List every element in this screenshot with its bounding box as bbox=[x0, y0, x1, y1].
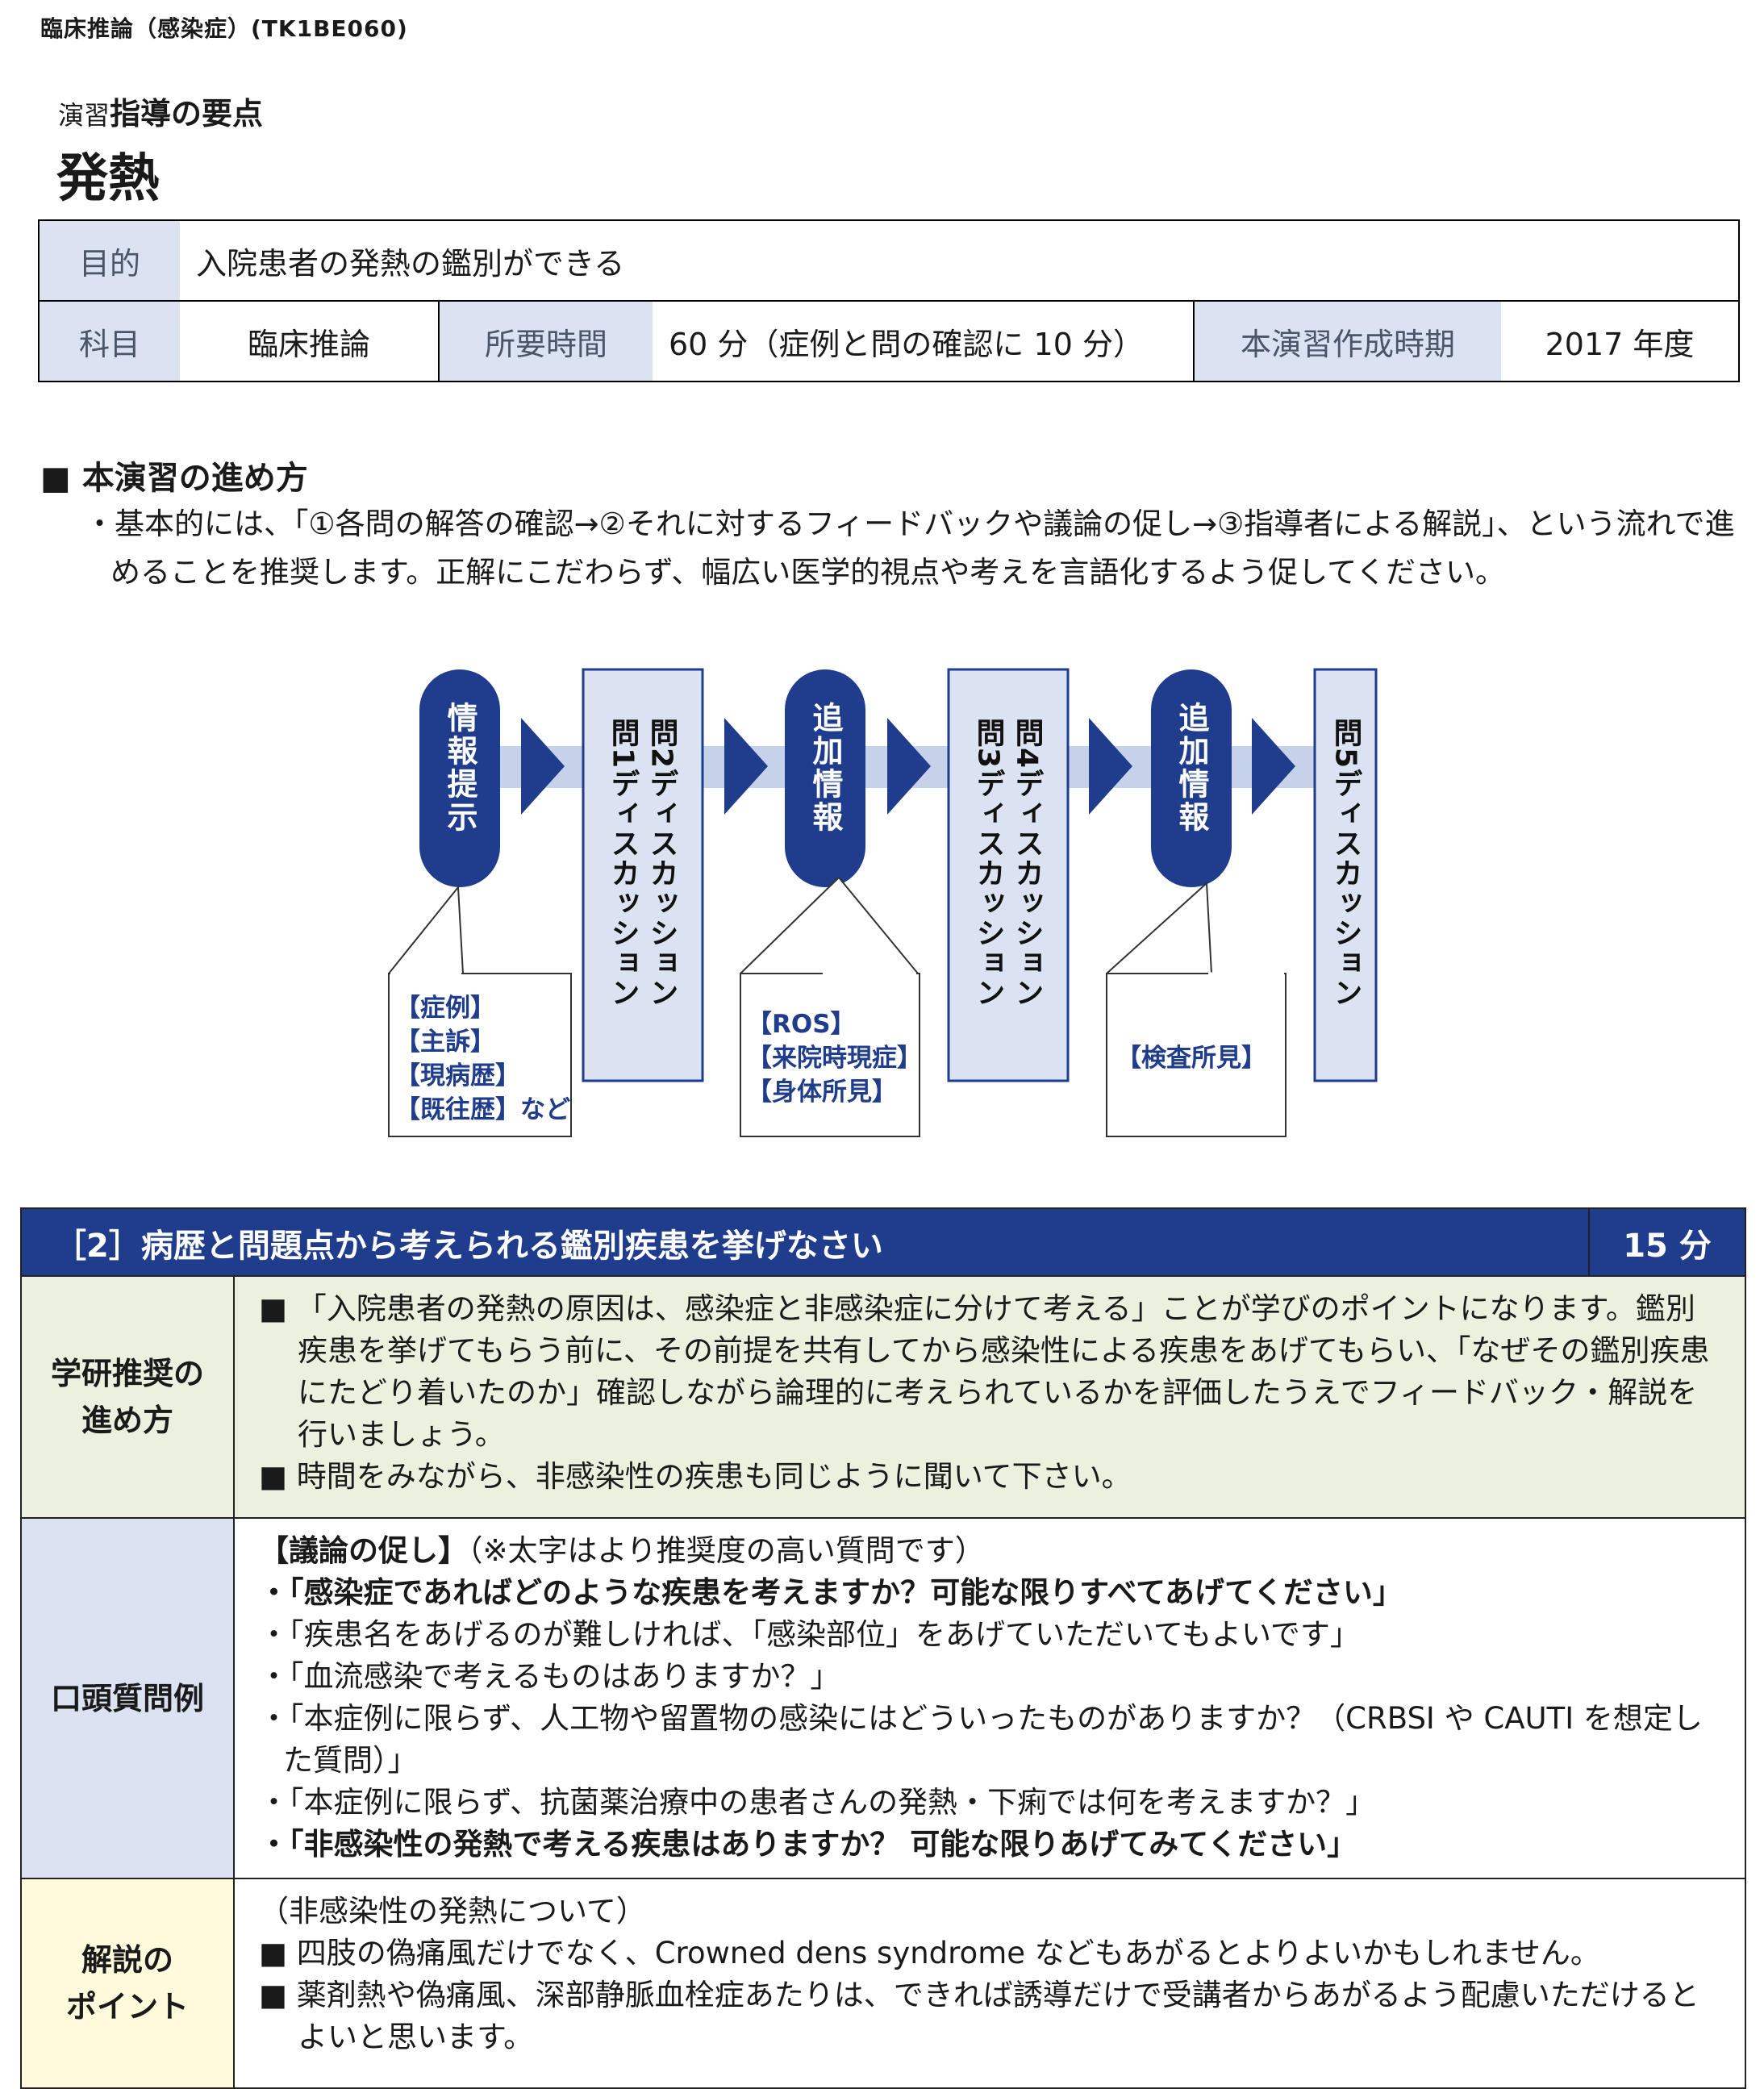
subject-value: 臨床推論 bbox=[180, 300, 440, 382]
callout-2-line-2: 【来院時現症】 bbox=[747, 1044, 922, 1073]
pill-3-label: 追加情報 bbox=[1174, 702, 1209, 834]
created-value: 2017 年度 bbox=[1501, 300, 1740, 382]
box-2-col-2: 問3ディスカッション bbox=[972, 718, 1005, 1007]
box-3-col-1: 問5ディスカッション bbox=[1329, 718, 1362, 1007]
box-q1-q2 bbox=[582, 668, 704, 1082]
question-6: ・「非感染性の発熱で考える疾患はありますか？ 可能な限りあげてみてください」 bbox=[259, 1827, 1357, 1862]
info-table: 目的 入院患者の発熱の鑑別ができる 科目 臨床推論 所要時間 60 分（症例と問… bbox=[38, 219, 1740, 382]
discussion-time: 15 分 bbox=[1588, 1207, 1746, 1278]
callout-2-line-3: 【身体所見】 bbox=[747, 1078, 897, 1107]
callout-2-line-1: 【ROS】 bbox=[747, 1010, 856, 1039]
box-1-col-2: 問1ディスカッション bbox=[607, 718, 640, 1007]
row-recommended-label: 学研推奨の 進め方 bbox=[20, 1275, 235, 1519]
recommended-bullet-1: ■ 「入院患者の発熱の原因は、感染症と非感染症に分けて考える」ことが学びのポイン… bbox=[259, 1291, 1710, 1452]
row-recommended-content: ■ 「入院患者の発熱の原因は、感染症と非感染症に分けて考える」ことが学びのポイン… bbox=[233, 1275, 1746, 1519]
pill-info-presentation bbox=[419, 669, 500, 887]
flow-diagram: 情報提示 追加情報 追加情報 問2ディスカッション 問1ディスカッション 問4デ… bbox=[388, 668, 1378, 1137]
method-paragraph: ・基本的には、「①各問の解答の確認→②それに対するフィードバックや議論の促し→③… bbox=[85, 507, 1735, 590]
page-subtitle: 演習指導の要点 bbox=[58, 89, 263, 133]
box-q5 bbox=[1313, 668, 1378, 1082]
callout-2-pointer bbox=[740, 876, 919, 974]
explanation-bullet-1: ■ 四肢の偽痛風だけでなく、Crowned dens syndrome などもあ… bbox=[259, 1936, 1600, 1970]
arrow-1-icon bbox=[521, 718, 565, 815]
callout-1-line-1: 【症例】 bbox=[395, 994, 495, 1023]
callout-3-line-1: 【検査所見】 bbox=[1116, 1044, 1266, 1073]
callout-1-box bbox=[388, 973, 572, 1137]
arrow-5-icon bbox=[1252, 718, 1295, 815]
callout-1-line-4: 【既往歴】など bbox=[395, 1095, 570, 1124]
discussion-title: ［2］病歴と問題点から考えられる鑑別疾患を挙げなさい bbox=[20, 1207, 1590, 1278]
callout-3-box bbox=[1106, 973, 1287, 1137]
callout-3-pointer bbox=[1106, 881, 1212, 974]
question-1: ・「感染症であればどのような疾患を考えますか？可能な限りすべてあげてください」 bbox=[259, 1575, 1403, 1610]
questions-head-bold: 【議論の促し】 bbox=[259, 1533, 468, 1568]
purpose-label: 目的 bbox=[38, 219, 180, 302]
discussion-header: ［2］病歴と問題点から考えられる鑑別疾患を挙げなさい 15 分 bbox=[20, 1207, 1746, 1278]
pill-additional-info-2 bbox=[1151, 669, 1232, 887]
method-heading: ■ 本演習の進め方 bbox=[40, 460, 308, 497]
arrow-4-icon bbox=[1089, 718, 1132, 815]
pill-additional-info-1 bbox=[785, 669, 865, 887]
row-explanation-label: 解説の ポイント bbox=[20, 1878, 235, 2089]
question-5: ・「本症例に限らず、抗菌薬治療中の患者さんの発熱・下痢では何を考えますか？」 bbox=[259, 1785, 1376, 1820]
row-explanation-content: （非感染性の発熱について） ■ 四肢の偽痛風だけでなく、Crowned dens… bbox=[233, 1878, 1746, 2089]
time-value: 60 分（症例と問の確認に 10 分） bbox=[653, 300, 1195, 382]
discussion-body: 学研推奨の 進め方 ■ 「入院患者の発熱の原因は、感染症と非感染症に分けて考える… bbox=[20, 1275, 1746, 2089]
row-questions-content: 【議論の促し】（※太字はより推奨度の高い質問です） ・「感染症であればどのような… bbox=[233, 1517, 1746, 1879]
explanation-bullet-2: ■ 薬剤熱や偽痛風、深部静脈血栓症あたりは、できれば誘導だけで受講者からあがるよ… bbox=[259, 1978, 1699, 2054]
callout-1-line-3: 【現病歴】 bbox=[395, 1061, 520, 1090]
purpose-value: 入院患者の発熱の鑑別ができる bbox=[180, 219, 1740, 302]
explanation-head: （非感染性の発熱について） bbox=[259, 1894, 646, 1928]
callout-1-line-2: 【主訴】 bbox=[395, 1028, 495, 1057]
box-q3-q4 bbox=[947, 668, 1070, 1082]
arrow-3-icon bbox=[887, 718, 931, 815]
questions-head: 【議論の促し】（※太字はより推奨度の高い質問です） bbox=[259, 1530, 1724, 1572]
recommended-bullet-2: ■ 時間をみながら、非感染性の疾患も同じように聞いて下さい。 bbox=[259, 1459, 1132, 1494]
discussion-table: ［2］病歴と問題点から考えられる鑑別疾患を挙げなさい 15 分 bbox=[20, 1207, 1746, 1278]
question-3: ・「血流感染で考えるものはありますか？」 bbox=[259, 1659, 840, 1694]
created-label: 本演習作成時期 bbox=[1193, 300, 1501, 382]
question-4: ・「本症例に限らず、人工物や留置物の感染にはどういったものがありますか？（CRB… bbox=[259, 1701, 1703, 1778]
pill-1-label: 情報提示 bbox=[442, 702, 477, 834]
box-1-col-1: 問2ディスカッション bbox=[645, 718, 678, 1007]
question-2: ・「疾患名をあげるのが難しければ、「感染部位」をあげていただいてもよいです」 bbox=[259, 1617, 1360, 1652]
course-code: 臨床推論（感染症）(TK1BE060) bbox=[40, 15, 408, 42]
box-2-col-1: 問4ディスカッション bbox=[1011, 718, 1044, 1007]
method-text: ・基本的には、「①各問の解答の確認→②それに対するフィードバックや議論の促し→③… bbox=[85, 500, 1738, 597]
questions-head-note: （※太字はより推奨度の高い質問です） bbox=[468, 1533, 985, 1568]
subject-label: 科目 bbox=[38, 300, 180, 382]
callout-2-box bbox=[740, 973, 920, 1137]
subtitle-main: 指導の要点 bbox=[110, 96, 264, 131]
time-label: 所要時間 bbox=[438, 300, 653, 382]
pill-2-label: 追加情報 bbox=[807, 702, 843, 834]
page-title: 発熱 bbox=[56, 149, 160, 209]
subtitle-prefix: 演習 bbox=[58, 100, 111, 131]
arrow-2-icon bbox=[724, 718, 768, 815]
row-questions-label: 口頭質問例 bbox=[20, 1517, 235, 1879]
callout-1-pointer bbox=[388, 885, 464, 974]
